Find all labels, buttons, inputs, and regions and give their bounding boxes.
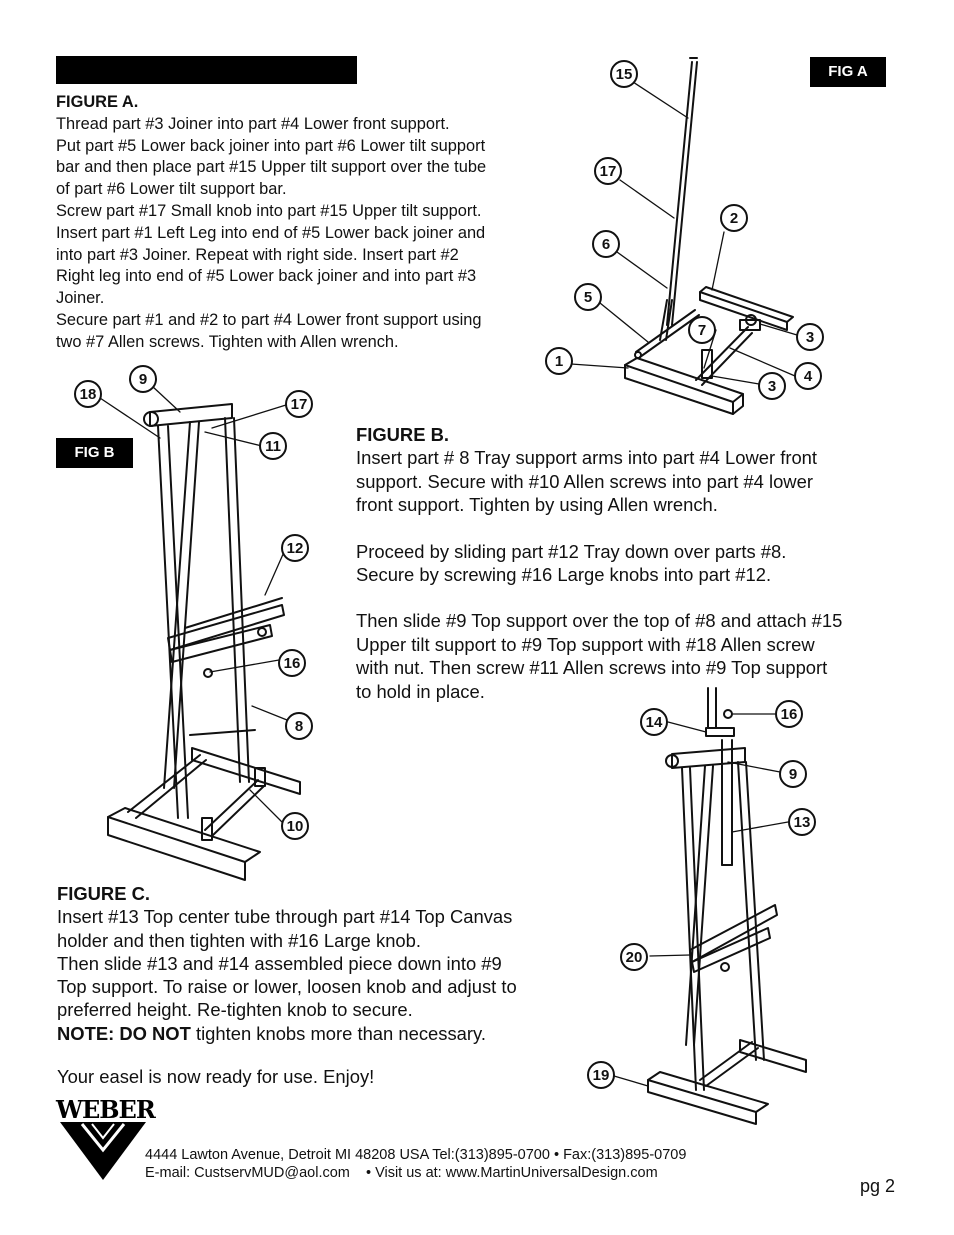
weber-wordmark: WEBER	[55, 1095, 157, 1124]
figure-a-line: Put part #5 Lower back joiner into part …	[56, 136, 486, 155]
figure-a-line: two #7 Allen screws. Tighten with Allen …	[56, 332, 399, 351]
figure-b-line: Upper tilt support to #9 Top support wit…	[356, 633, 815, 655]
callout-fig-b-9: 9	[129, 365, 157, 393]
svg-text:5: 5	[584, 289, 592, 306]
svg-text:17: 17	[291, 396, 308, 413]
figure-b-line: with nut. Then screw #11 Allen screws in…	[356, 657, 828, 679]
figure-b-heading: FIGURE B.	[356, 424, 449, 445]
figure-a-line: of part #6 Lower tilt support bar.	[56, 180, 287, 199]
figure-c-drawing	[613, 687, 807, 1125]
note-label: NOTE: DO NOT	[57, 1022, 191, 1044]
figure-b-line: to hold in place.	[356, 680, 485, 702]
callout-fig-b-17: 17	[285, 390, 313, 418]
figure-a-line: into part #3 Joiner. Repeat with right s…	[56, 245, 459, 264]
figure-a-drawing	[570, 57, 798, 415]
figure-a-line: Joiner.	[56, 289, 105, 308]
callout-fig-a-1: 1	[545, 347, 573, 375]
callout-fig-b-10: 10	[281, 812, 309, 840]
weber-logo-mark: WEBER	[55, 1095, 158, 1180]
svg-text:4: 4	[804, 368, 813, 385]
callout-fig-b-16: 16	[278, 649, 306, 677]
header-bar	[56, 56, 357, 84]
figure-c-line: Top support. To raise or lower, loosen k…	[57, 976, 517, 998]
svg-text:15: 15	[616, 66, 633, 83]
figure-c-line: Insert #13 Top center tube through part …	[57, 906, 513, 928]
callout-fig-a-17: 17	[594, 157, 622, 185]
figure-c-note: NOTE: DO NOT tighten knobs more than nec…	[57, 1022, 587, 1045]
callout-fig-b-12: 12	[281, 534, 309, 562]
callout-fig-a-5: 5	[574, 283, 602, 311]
footer-address-block: 4444 Lawton Avenue, Detroit MI 48208 USA…	[145, 1146, 845, 1182]
figure-a-line: Thread part #3 Joiner into part #4 Lower…	[56, 114, 450, 133]
svg-text:19: 19	[593, 1067, 610, 1084]
figure-b-line: Then slide #9 Top support over the top o…	[356, 610, 843, 632]
svg-text:6: 6	[602, 236, 610, 253]
figure-c-line: Then slide #13 and #14 assembled piece d…	[57, 952, 502, 974]
figure-b-line: Proceed by sliding part #12 Tray down ov…	[356, 540, 787, 562]
svg-text:7: 7	[698, 322, 706, 339]
callout-fig-a-6: 6	[592, 230, 620, 258]
closing-line: Your easel is now ready for use. Enjoy!	[57, 1066, 375, 1088]
svg-text:12: 12	[287, 540, 304, 557]
callout-fig-a-7: 7	[688, 316, 716, 344]
svg-text:9: 9	[139, 371, 147, 388]
note-text: tighten knobs more than necessary.	[190, 1022, 486, 1044]
callout-fig-b-11: 11	[259, 432, 287, 460]
svg-text:17: 17	[600, 163, 617, 180]
callout-fig-b-8: 8	[285, 712, 313, 740]
fig-a-tag: FIG A	[810, 57, 886, 87]
figure-b-drawing	[99, 385, 301, 881]
figure-b-line: front support. Tighten by using Allen wr…	[356, 494, 718, 516]
svg-text:8: 8	[295, 718, 303, 735]
figure-c-line: holder and then tighten with #16 Large k…	[57, 929, 421, 951]
figure-c-heading: FIGURE C.	[57, 883, 150, 904]
fig-b-tag: FIG B	[56, 438, 133, 468]
svg-text:16: 16	[284, 655, 301, 672]
callout-fig-a-3-lower: 3	[758, 372, 786, 400]
callout-fig-b-18: 18	[74, 380, 102, 408]
callout-fig-c-19: 19	[587, 1061, 615, 1089]
svg-text:18: 18	[80, 386, 97, 403]
figure-b-line: Insert part # 8 Tray support arms into p…	[356, 447, 818, 469]
figure-b-line: support. Secure with #10 Allen screws in…	[356, 470, 813, 492]
callout-fig-c-16: 16	[775, 700, 803, 728]
footer-address: 4444 Lawton Avenue, Detroit MI 48208 USA…	[145, 1147, 687, 1163]
footer-contact: E-mail: CustservMUD@aol.com • Visit us a…	[145, 1165, 658, 1181]
figure-a-line: Screw part #17 Small knob into part #15 …	[56, 201, 482, 220]
figure-a-heading: FIGURE A.	[56, 93, 139, 111]
svg-text:16: 16	[781, 706, 798, 723]
svg-text:1: 1	[555, 353, 563, 370]
figure-a-line: Insert part #1 Left Leg into end of #5 L…	[56, 223, 486, 242]
callout-fig-c-13: 13	[788, 808, 816, 836]
callout-fig-c-14: 14	[640, 708, 668, 736]
figure-a-line: Right leg into end of #5 Lower back join…	[56, 267, 477, 286]
figure-b-line: Secure by screwing #16 Large knobs into …	[356, 564, 772, 586]
page-number: pg 2	[860, 1176, 896, 1196]
figure-b-instructions: FIGURE B. Insert part # 8 Tray support a…	[356, 423, 916, 703]
figure-a-line: Secure part #1 and #2 to part #4 Lower f…	[56, 310, 482, 329]
callout-fig-c-9: 9	[779, 760, 807, 788]
svg-text:3: 3	[768, 378, 776, 395]
svg-text:9: 9	[789, 766, 797, 783]
svg-text:10: 10	[287, 818, 304, 835]
figure-a-line: bar and then place part #15 Upper tilt s…	[56, 158, 487, 177]
svg-text:20: 20	[626, 949, 643, 966]
callout-fig-a-3-upper: 3	[796, 323, 824, 351]
callout-fig-a-15: 15	[610, 60, 638, 88]
svg-text:14: 14	[646, 714, 663, 731]
callout-fig-a-4: 4	[794, 362, 822, 390]
svg-text:2: 2	[730, 210, 738, 227]
callout-fig-a-2: 2	[720, 204, 748, 232]
figure-c-instructions: FIGURE C. Insert #13 Top center tube thr…	[57, 882, 587, 1088]
svg-text:13: 13	[794, 814, 811, 831]
figure-c-line: preferred height. Re-tighten knob to sec…	[57, 999, 413, 1021]
svg-text:3: 3	[806, 329, 814, 346]
figure-a-instructions: FIGURE A. Thread part #3 Joiner into par…	[56, 92, 556, 354]
svg-text:11: 11	[265, 438, 281, 455]
callout-fig-c-20: 20	[620, 943, 648, 971]
